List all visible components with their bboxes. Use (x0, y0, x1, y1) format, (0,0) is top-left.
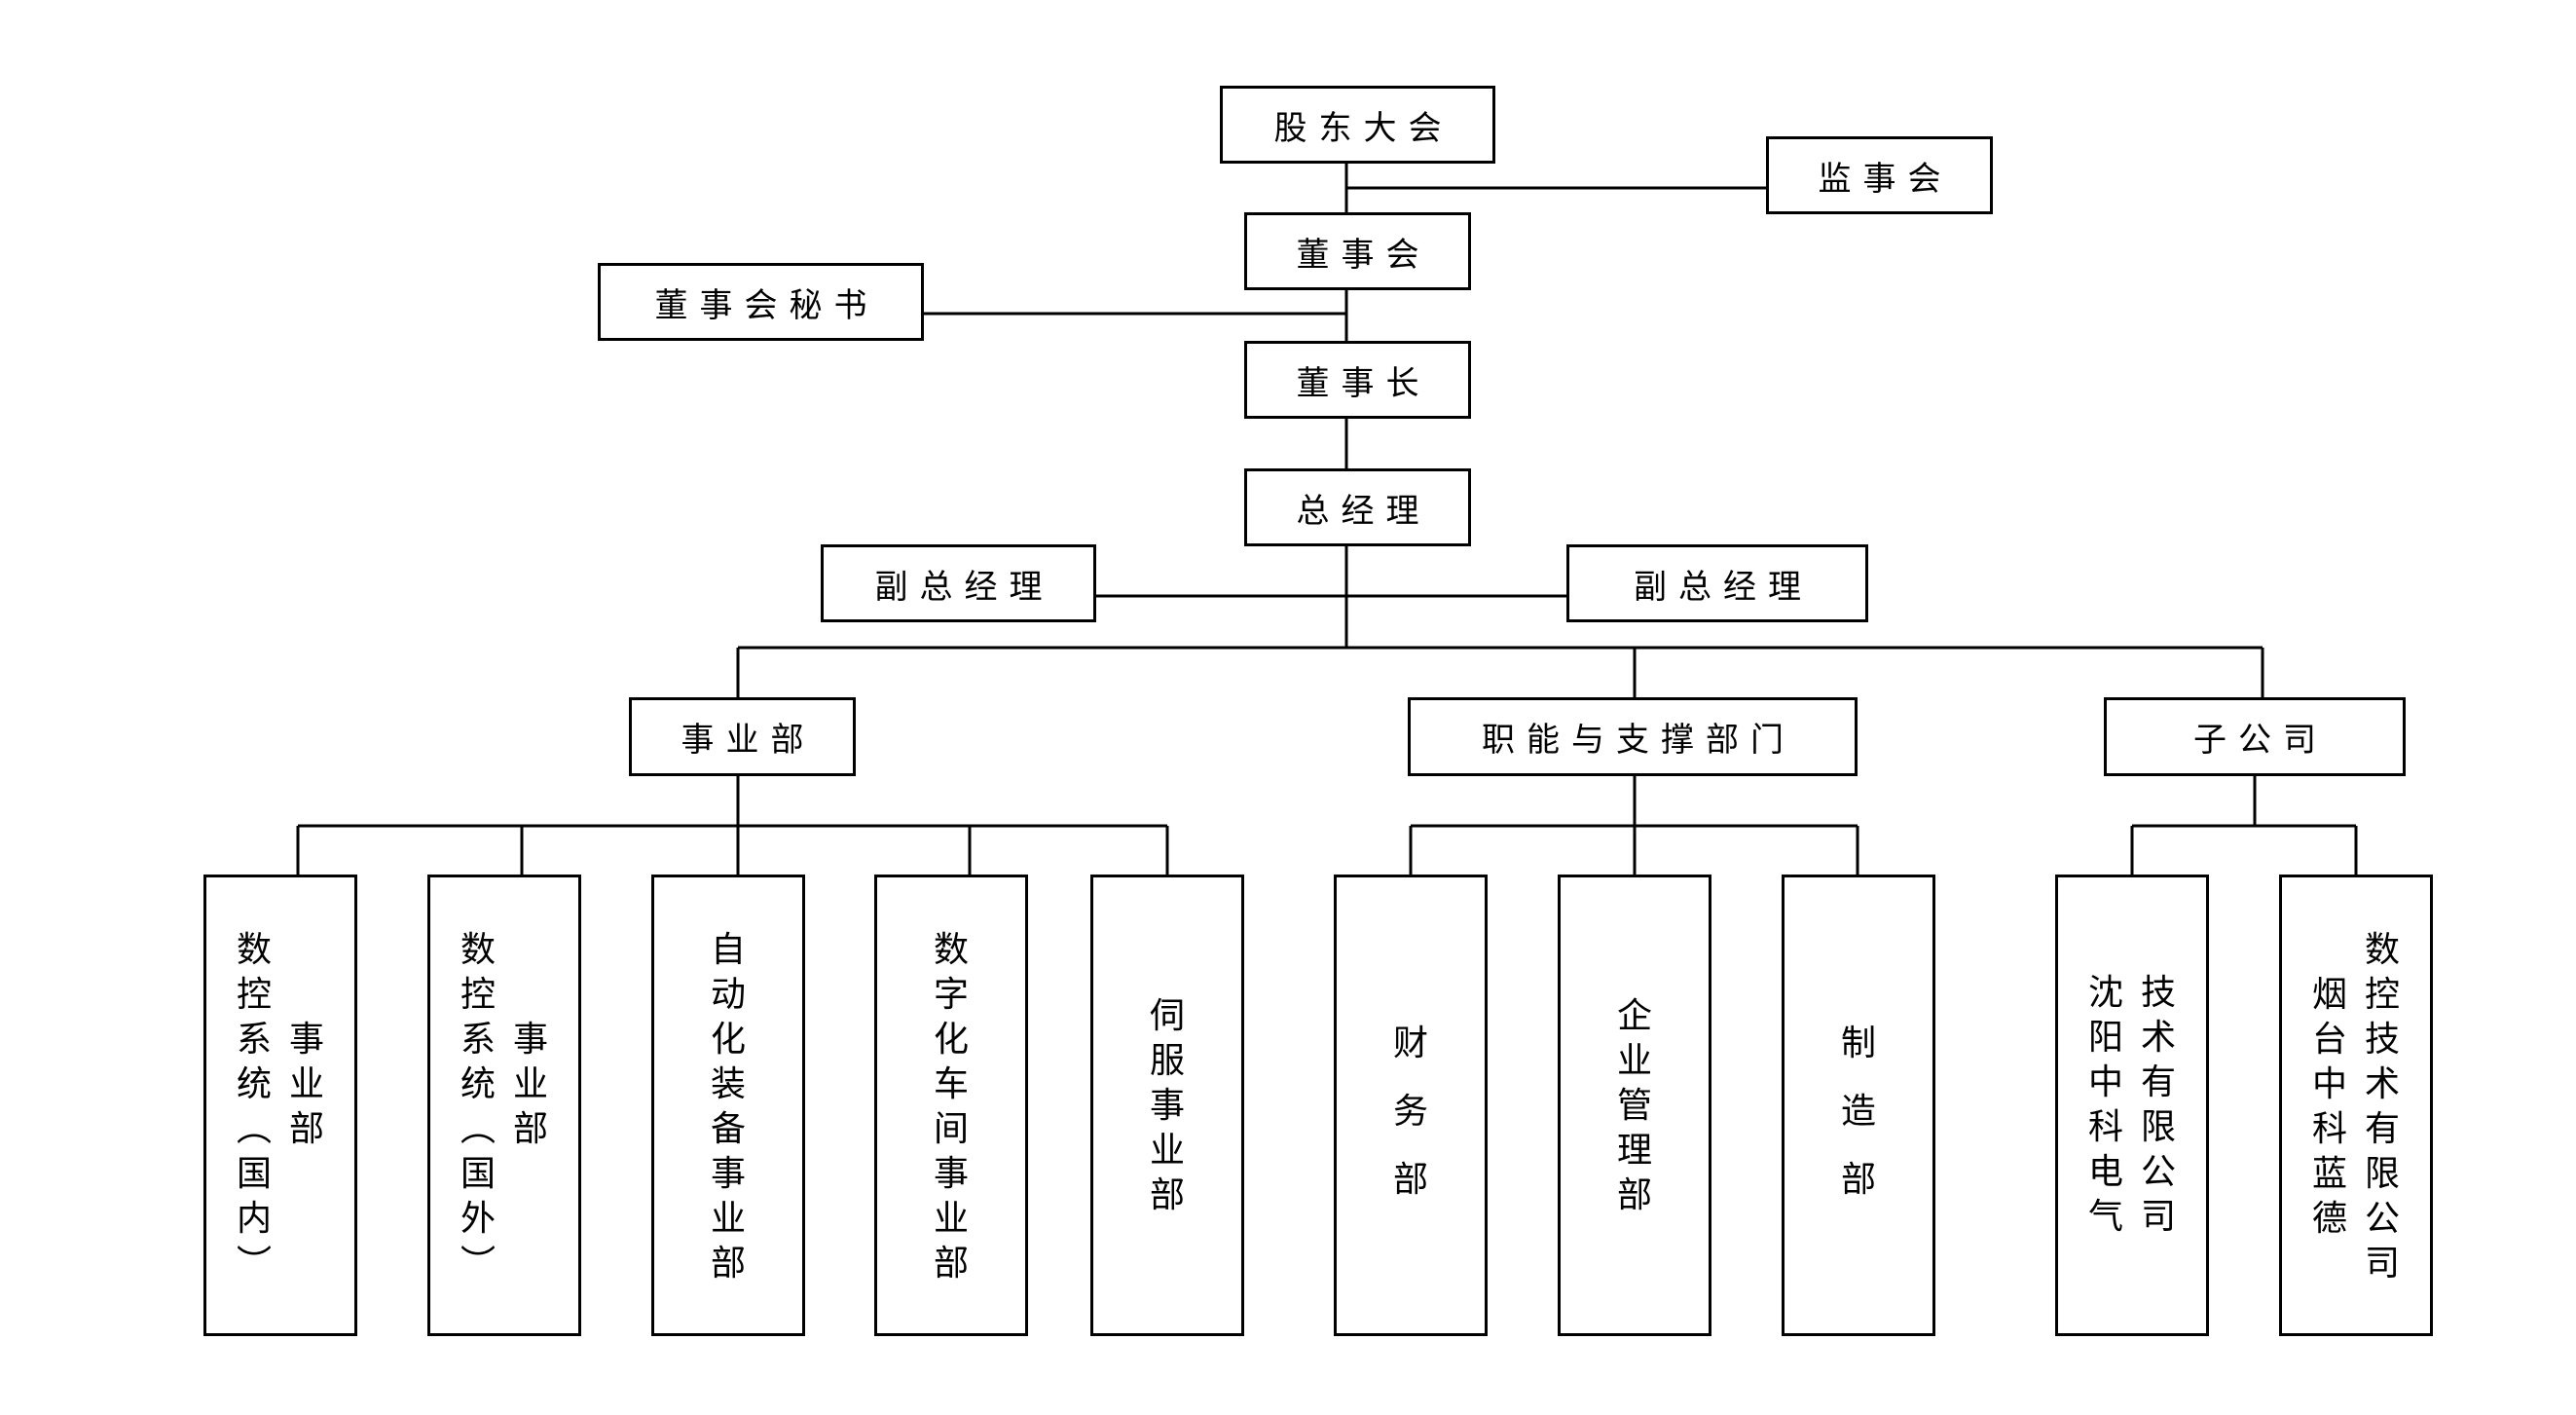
unit-cnc-domestic: 数控系统︵国内︶ 事业部 (203, 875, 357, 1336)
vice-gm-right-label: 副总经理 (1634, 567, 1813, 607)
functional-group-label: 职能与支撑部门 (1482, 721, 1795, 760)
unit-cnc-overseas-col1: 数控系统︵国外︶ (460, 930, 496, 1284)
board-box: 董事会 (1244, 212, 1471, 290)
general-manager-box: 总经理 (1244, 468, 1471, 546)
unit-automation-equipment: 自动化装备事业部 (651, 875, 805, 1336)
subsidiary-yantai-col1: 烟台中科蓝德 (2311, 975, 2347, 1239)
unit-servo-col1: 伺服事业部 (1149, 996, 1185, 1215)
business-group-box: 事业部 (629, 697, 856, 776)
subsidiary-shenyang-col1: 沈阳中科电气 (2087, 973, 2123, 1237)
supervisors-box: 监事会 (1766, 136, 1993, 214)
unit-cnc-overseas-col2: 事业部 (513, 1020, 549, 1149)
business-group-label: 事业部 (681, 721, 816, 760)
board-secretary-box: 董事会秘书 (598, 263, 924, 341)
subsidiary-yantai: 烟台中科蓝德 数控技术有限公司 (2279, 875, 2433, 1336)
subsidiary-shenyang: 沈阳中科电气 技术有限公司 (2055, 875, 2209, 1336)
subsidiaries-group-box: 子公司 (2104, 697, 2406, 776)
subsidiaries-group-label: 子公司 (2193, 721, 2328, 760)
unit-automation-equipment-col1: 自动化装备事业部 (710, 930, 746, 1284)
supervisors-label: 监事会 (1818, 159, 1953, 199)
unit-cnc-domestic-col1: 数控系统︵国内︶ (236, 930, 272, 1284)
unit-enterprise-management-col1: 企业管理部 (1616, 996, 1652, 1215)
unit-finance-col1: 财务部 (1392, 1024, 1428, 1200)
chairman-label: 董事长 (1296, 363, 1431, 403)
unit-cnc-domestic-col2: 事业部 (289, 1020, 325, 1149)
subsidiary-yantai-col2: 数控技术有限公司 (2365, 930, 2401, 1284)
subsidiary-shenyang-col2: 技术有限公司 (2141, 973, 2177, 1237)
general-manager-label: 总经理 (1296, 491, 1431, 531)
functional-group-box: 职能与支撑部门 (1408, 697, 1858, 776)
unit-manufacturing-col1: 制造部 (1840, 1024, 1876, 1200)
unit-servo: 伺服事业部 (1090, 875, 1244, 1336)
unit-digital-workshop-col1: 数字化车间事业部 (933, 930, 969, 1284)
unit-enterprise-management: 企业管理部 (1558, 875, 1711, 1336)
chairman-box: 董事长 (1244, 341, 1471, 419)
unit-manufacturing: 制造部 (1782, 875, 1935, 1336)
vice-gm-left-box: 副总经理 (821, 544, 1096, 622)
board-label: 董事会 (1296, 235, 1431, 275)
vice-gm-left-label: 副总经理 (874, 567, 1054, 607)
board-secretary-label: 董事会秘书 (654, 285, 879, 325)
unit-cnc-overseas: 数控系统︵国外︶ 事业部 (427, 875, 581, 1336)
shareholders-box: 股东大会 (1220, 86, 1495, 164)
vice-gm-right-box: 副总经理 (1566, 544, 1868, 622)
unit-finance: 财务部 (1334, 875, 1488, 1336)
shareholders-label: 股东大会 (1273, 108, 1454, 148)
unit-digital-workshop: 数字化车间事业部 (874, 875, 1028, 1336)
